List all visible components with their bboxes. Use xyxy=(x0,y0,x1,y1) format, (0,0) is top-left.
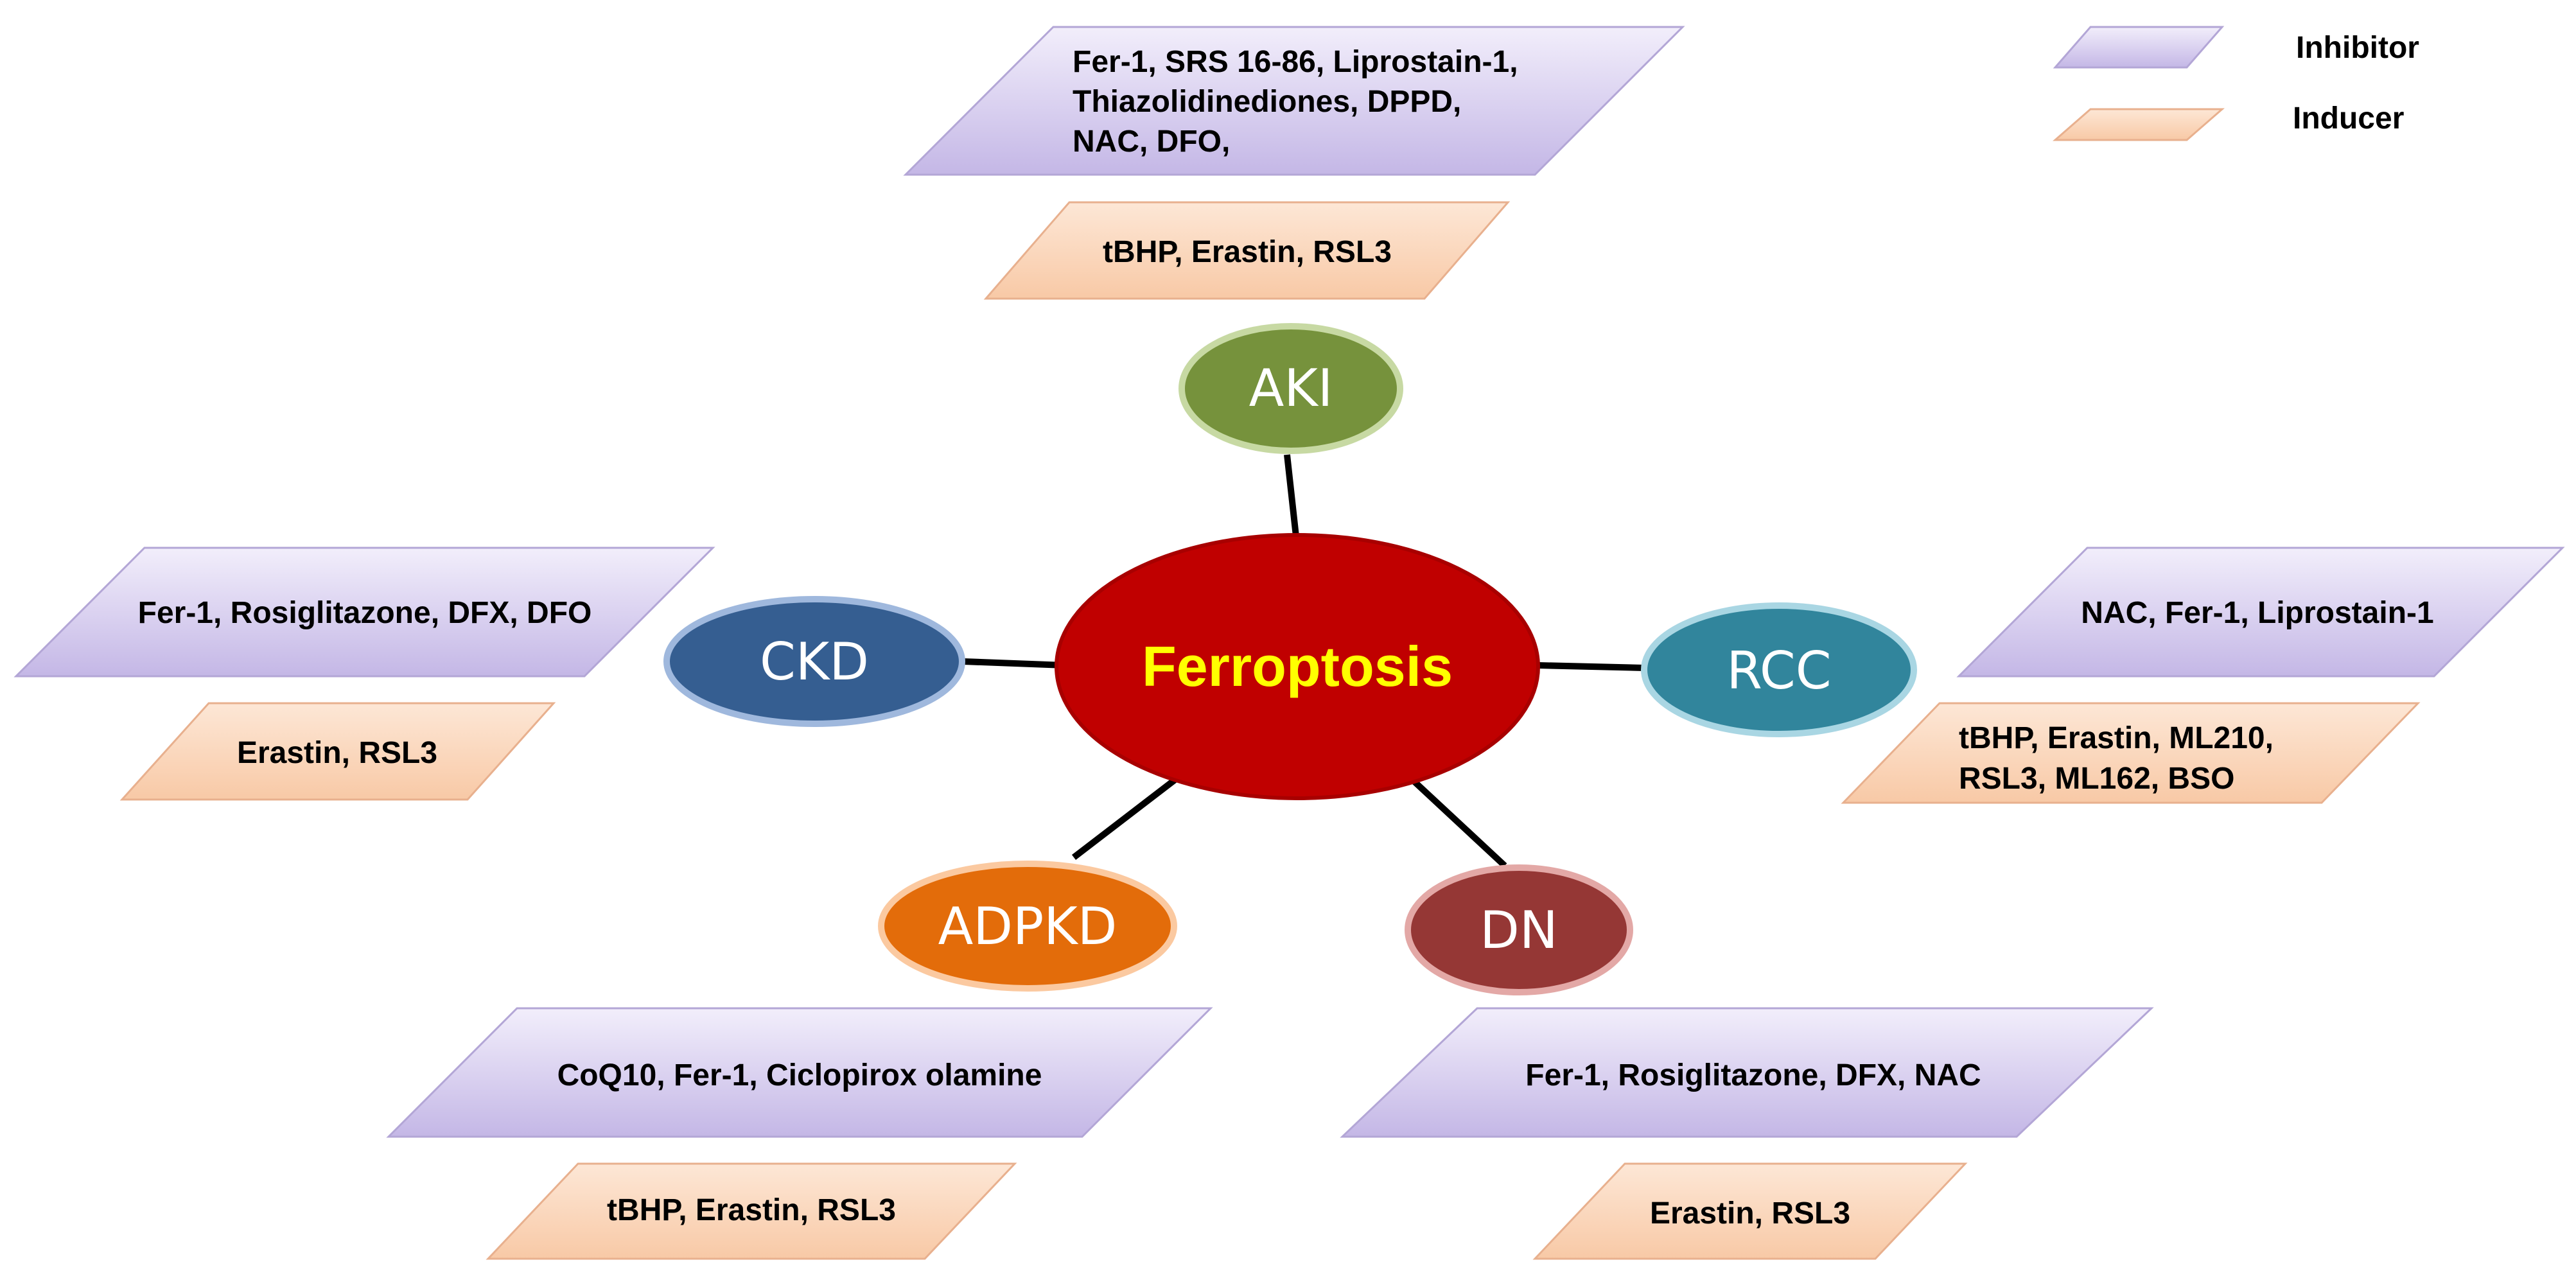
ckd-node xyxy=(667,599,962,724)
dn-node xyxy=(1408,868,1630,992)
aki-inhibitor-line-1: Fer-1, SRS 16-86, Liprostain-1, xyxy=(1073,45,1518,79)
legend-inducer-swatch xyxy=(2053,108,2225,141)
dn-group: Fer-1, Rosiglitazone, DFX, NAC Erastin, … xyxy=(1340,864,2154,1260)
dn-inducer-box xyxy=(1532,1162,1968,1260)
dn-node-outline xyxy=(1405,864,1633,995)
aki-inhibitor-box xyxy=(903,26,1685,176)
connectors xyxy=(963,454,1645,868)
dn-node-label: DN xyxy=(1480,900,1557,960)
connector-ckd xyxy=(963,658,1067,669)
ckd-inducer-box xyxy=(119,702,556,801)
rcc-inhibitor-text: NAC, Fer-1, Liprostain-1 xyxy=(2081,596,2433,630)
aki-inducer-line-1: tBHP, Erastin, RSL3 xyxy=(1103,235,1392,269)
ckd-node-label: CKD xyxy=(760,632,869,692)
connector-dn xyxy=(1410,778,1507,868)
rcc-inducer-line-1: tBHP, Erastin, ML210, xyxy=(1959,721,2274,755)
legend-inducer-label: Inducer xyxy=(2293,101,2404,136)
rcc-inducer-box xyxy=(1841,702,2421,804)
connector-rcc xyxy=(1538,662,1645,671)
ckd-inhibitor-text: Fer-1, Rosiglitazone, DFX, DFO xyxy=(138,596,592,630)
legend-inhibitor-swatch xyxy=(2053,26,2225,69)
rcc-inducer-line-2: RSL3, ML162, BSO xyxy=(1959,762,2234,796)
legend-inhibitor-label: Inhibitor xyxy=(2296,31,2419,65)
adpkd-inhibitor-text: CoQ10, Fer-1, Ciclopirox olamine xyxy=(557,1058,1042,1092)
connector-adpkd xyxy=(1071,775,1181,860)
adpkd-inhibitor-line-1: CoQ10, Fer-1, Ciclopirox olamine xyxy=(557,1058,1042,1092)
center-node-outline xyxy=(1055,533,1540,800)
rcc-node-outline xyxy=(1641,602,1917,737)
adpkd-node-outline xyxy=(878,861,1177,992)
center-node-label: Ferroptosis xyxy=(1142,635,1453,698)
adpkd-inducer-line-1: tBHP, Erastin, RSL3 xyxy=(607,1193,896,1227)
ckd-inhibitor-box xyxy=(13,547,715,678)
adpkd-node xyxy=(881,864,1174,988)
aki-inducer-box xyxy=(983,201,1511,300)
aki-inhibitor-line-2: Thiazolidinediones, DPPD, xyxy=(1073,85,1461,119)
dn-inducer-line-1: Erastin, RSL3 xyxy=(1650,1196,1850,1230)
aki-node-label: AKI xyxy=(1249,358,1333,418)
dn-inhibitor-line-1: Fer-1, Rosiglitazone, DFX, NAC xyxy=(1525,1058,1981,1092)
adpkd-group: CoQ10, Fer-1, Ciclopirox olamine tBHP, E… xyxy=(386,861,1213,1260)
center-node xyxy=(1056,535,1538,798)
ckd-inhibitor-line-1: Fer-1, Rosiglitazone, DFX, DFO xyxy=(138,596,592,630)
aki-inhibitor-line-3: NAC, DFO, xyxy=(1073,125,1230,159)
aki-group: Fer-1, SRS 16-86, Liprostain-1, Thiazoli… xyxy=(903,26,1685,454)
adpkd-node-label: ADPKD xyxy=(938,897,1117,956)
connector-aki xyxy=(1284,454,1299,537)
rcc-node xyxy=(1644,606,1914,734)
rcc-inhibitor-box xyxy=(1956,547,2565,678)
aki-node-outline xyxy=(1178,323,1403,454)
ckd-inducer-text: Erastin, RSL3 xyxy=(237,736,437,770)
ckd-node-outline xyxy=(663,596,965,727)
rcc-node-label: RCC xyxy=(1726,641,1831,701)
dn-inhibitor-box xyxy=(1340,1007,2154,1138)
aki-inducer-text: tBHP, Erastin, RSL3 xyxy=(1103,235,1392,269)
rcc-group: NAC, Fer-1, Liprostain-1 tBHP, Erastin, … xyxy=(1641,547,2565,804)
ckd-group: Fer-1, Rosiglitazone, DFX, DFO Erastin, … xyxy=(13,547,965,801)
legend: Inhibitor Inducer xyxy=(2053,26,2419,141)
adpkd-inhibitor-box xyxy=(386,1007,1213,1138)
dn-inducer-text: Erastin, RSL3 xyxy=(1650,1196,1850,1230)
adpkd-inducer-box xyxy=(486,1162,1017,1260)
ckd-inducer-line-1: Erastin, RSL3 xyxy=(237,736,437,770)
rcc-inhibitor-line-1: NAC, Fer-1, Liprostain-1 xyxy=(2081,596,2433,630)
dn-inhibitor-text: Fer-1, Rosiglitazone, DFX, NAC xyxy=(1525,1058,1981,1092)
rcc-inducer-text: tBHP, Erastin, ML210, RSL3, ML162, BSO xyxy=(1959,721,2282,796)
adpkd-inducer-text: tBHP, Erastin, RSL3 xyxy=(607,1193,896,1227)
aki-inhibitor-text: Fer-1, SRS 16-86, Liprostain-1, Thiazoli… xyxy=(1073,45,1527,159)
center-group: Ferroptosis xyxy=(1055,533,1540,800)
aki-node xyxy=(1182,326,1400,451)
